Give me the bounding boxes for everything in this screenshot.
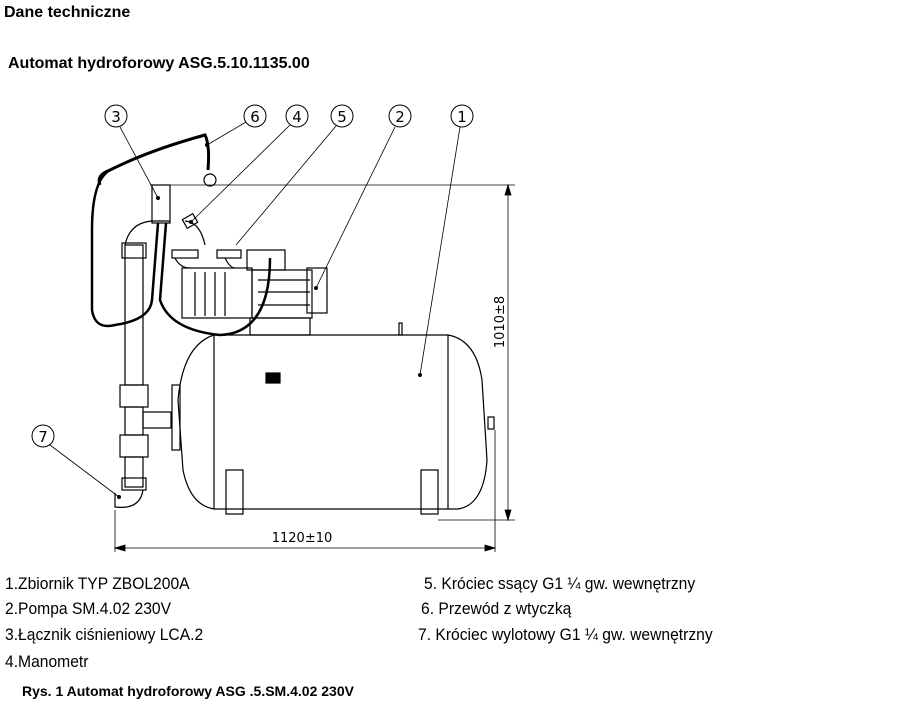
- section-title: Dane techniczne: [4, 4, 131, 21]
- callout-2: 2: [395, 108, 405, 126]
- legend-item-2: 2.Pompa SM.4.02 230V: [5, 599, 172, 618]
- pump: [171, 249, 328, 336]
- figure-caption: Rys. 1 Automat hydroforowy ASG .5.SM.4.0…: [22, 683, 354, 699]
- piping: [90, 133, 272, 508]
- dimension-height: 1010±8: [493, 296, 508, 348]
- legend-item-4: 4.Manometr: [5, 652, 89, 671]
- callout-circles: [31, 104, 474, 448]
- tank: [171, 322, 495, 515]
- callout-7: 7: [38, 428, 48, 446]
- callout-4: 4: [292, 108, 302, 126]
- callout-6: 6: [250, 108, 260, 126]
- leader-lines: [49, 121, 461, 498]
- callout-1: 1: [457, 108, 467, 126]
- callout-3: 3: [111, 108, 121, 126]
- dimension-width: 1120±10: [272, 531, 333, 546]
- document-title: Automat hydroforowy ASG.5.10.1135.00: [8, 55, 310, 72]
- legend-item-6: 6. Przewód z wtyczką: [421, 599, 572, 618]
- legend-item-7: 7. Króciec wylotowy G1 ¼ gw. wewnętrzny: [418, 625, 713, 644]
- dimension-lines: [113, 183, 515, 552]
- legend-item-3: 3.Łącznik ciśnieniowy LCA.2: [5, 625, 204, 644]
- legend-item-1: 1.Zbiornik TYP ZBOL200A: [5, 574, 190, 593]
- callout-5: 5: [337, 108, 347, 126]
- legend-item-5: 5. Króciec ssący G1 ¼ gw. wewnętrzny: [424, 574, 696, 593]
